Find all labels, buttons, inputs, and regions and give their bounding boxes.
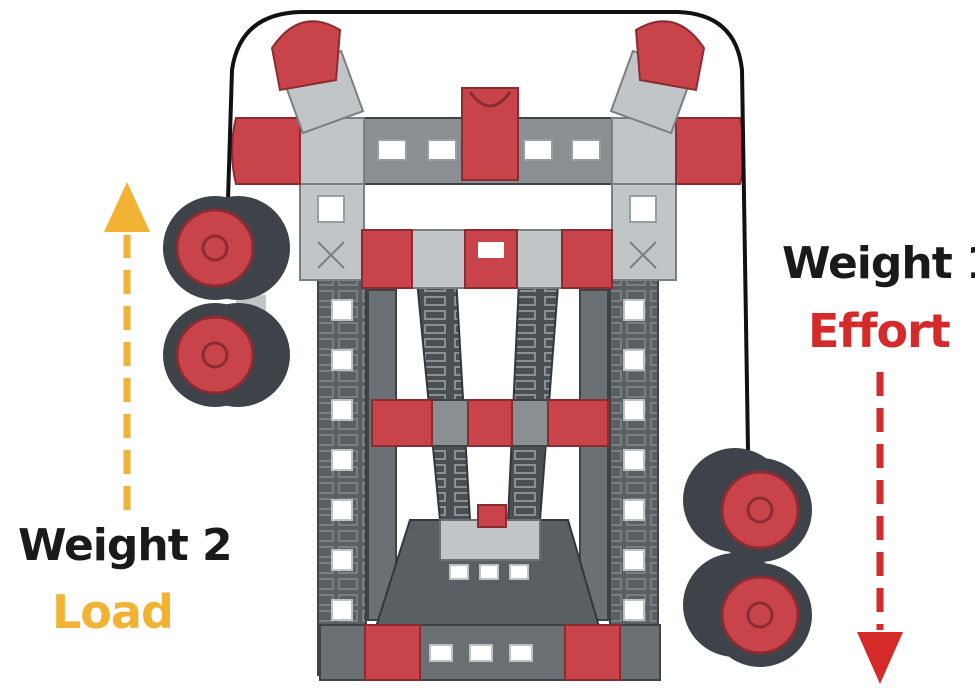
- weight-2-wheels: [163, 196, 290, 407]
- effort-label: Effort: [808, 304, 950, 358]
- load-arrow: [104, 182, 150, 510]
- top-left-pulley-bracket: [272, 21, 363, 133]
- right-rail: [508, 260, 560, 520]
- upper-cross-beam: [362, 230, 612, 288]
- weight-1-wheels: [683, 448, 812, 667]
- middle-cross-beam: [372, 400, 608, 446]
- center-top-pulley: [462, 88, 518, 180]
- load-label: Load: [52, 585, 173, 639]
- load-arrow-head: [104, 182, 150, 232]
- top-right-pulley-bracket: [611, 21, 704, 133]
- effort-arrow: [857, 372, 903, 684]
- effort-arrow-head: [857, 632, 903, 684]
- weight-2-label: Weight 2: [18, 520, 232, 571]
- tower-frame: [232, 21, 744, 680]
- weight-1-label: Weight 1: [782, 238, 975, 289]
- left-rail: [415, 260, 470, 520]
